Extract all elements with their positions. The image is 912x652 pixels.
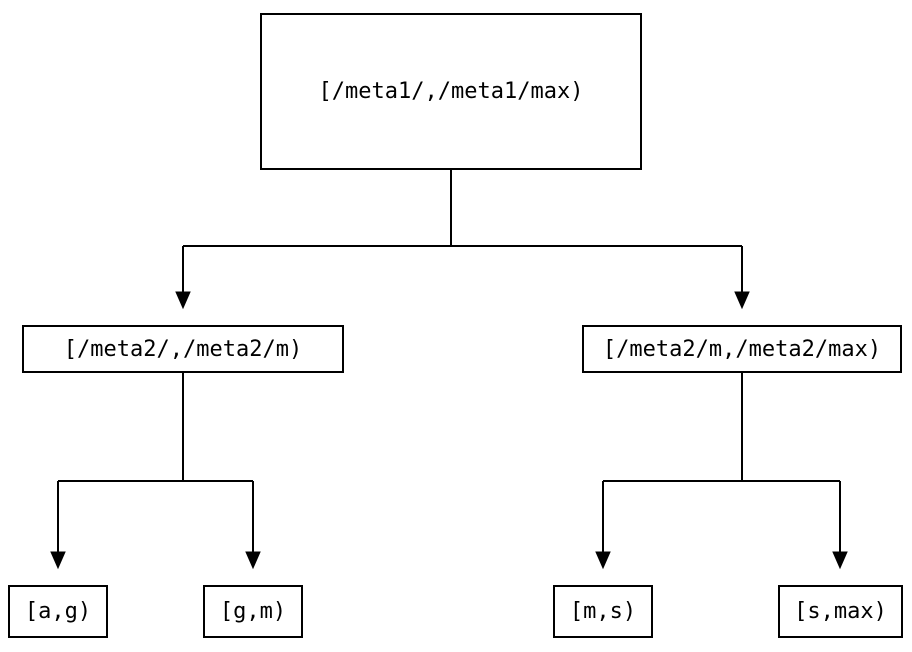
leaf-node-gm: [g,m): [203, 585, 303, 638]
node-meta2-right: [/meta2/m,/meta2/max): [582, 325, 902, 373]
arrowhead-icon: [50, 551, 66, 570]
node-root-label: [/meta1/,/meta1/max): [318, 79, 584, 104]
edge-right-to-leaves: [595, 373, 848, 570]
node-meta2-left: [/meta2/,/meta2/m): [22, 325, 344, 373]
leaf-node-ag-label: [a,g): [24, 599, 92, 624]
arrowhead-icon: [832, 551, 848, 570]
leaf-node-ag: [a,g): [8, 585, 108, 638]
arrowhead-icon: [595, 551, 611, 570]
leaf-node-gm-label: [g,m): [219, 599, 287, 624]
edge-left-to-leaves: [50, 373, 261, 570]
edge-root-to-level2: [175, 170, 750, 310]
leaf-node-smax: [s,max): [778, 585, 903, 638]
leaf-node-ms-label: [m,s): [569, 599, 637, 624]
node-root: [/meta1/,/meta1/max): [260, 13, 642, 170]
leaf-node-smax-label: [s,max): [794, 599, 887, 624]
leaf-node-ms: [m,s): [553, 585, 653, 638]
arrowhead-icon: [245, 551, 261, 570]
node-meta2-left-label: [/meta2/,/meta2/m): [63, 336, 303, 362]
arrowhead-icon: [175, 291, 191, 310]
node-meta2-right-label: [/meta2/m,/meta2/max): [602, 336, 882, 362]
arrowhead-icon: [734, 291, 750, 310]
